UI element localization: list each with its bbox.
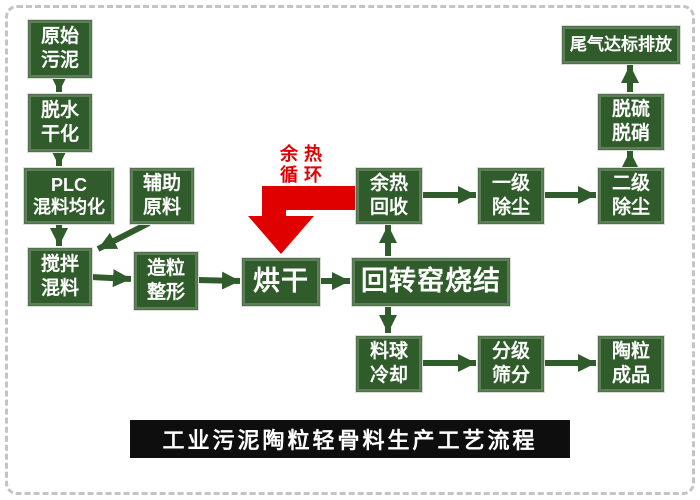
node-dust-stage2: 二级 除尘 — [598, 168, 664, 224]
node-label-line: 陶粒 — [611, 341, 650, 363]
node-emission: 尾气达标排放 — [562, 26, 680, 64]
node-label-line: 筛分 — [491, 365, 530, 386]
red-label-line: 余热 — [280, 144, 328, 164]
node-rotary-kiln: 回转窑烧结 — [352, 258, 510, 306]
arrow-aux-to-stirmix — [96, 220, 151, 252]
node-label-line: 回转窑烧结 — [361, 266, 501, 297]
node-stir-mix: 搅拌 混料 — [28, 248, 92, 306]
node-raw-sludge: 原始 污泥 — [28, 20, 92, 78]
node-label-line: 脱硫 — [611, 99, 650, 121]
node-label-line: 干化 — [40, 124, 79, 145]
node-label-line: 原料 — [142, 197, 181, 218]
node-drying: 烘干 — [242, 258, 320, 306]
node-label-line: 二级 — [611, 173, 650, 195]
node-label-line: PLC — [51, 174, 87, 195]
arrow-stirmix-to-granulate — [90, 269, 132, 288]
node-plc-mix: PLC 混料均化 — [24, 168, 114, 224]
arrow-granulate-to-drying — [196, 271, 241, 290]
node-heat-recovery: 余热 回收 — [356, 168, 422, 224]
node-label-line: 一级 — [491, 173, 530, 195]
node-label-line: 回收 — [369, 197, 408, 218]
node-label-line: 造粒 — [146, 258, 185, 280]
node-label-line: 料球 — [369, 341, 408, 363]
node-label-line: 除尘 — [611, 197, 650, 218]
node-label-line: 成品 — [611, 365, 650, 386]
node-label-line: 脱硝 — [611, 123, 650, 144]
node-label-line: 冷却 — [369, 365, 408, 386]
node-desulf-denox: 脱硫 脱硝 — [598, 94, 664, 150]
node-label-line: 除尘 — [491, 197, 530, 218]
node-label-line: 整形 — [146, 282, 185, 303]
node-label-line: 分级 — [491, 341, 530, 363]
node-label-line: 烘干 — [253, 266, 309, 297]
node-label-line: 尾气达标排放 — [570, 35, 672, 55]
node-dewater-dry: 脱水 干化 — [28, 94, 92, 152]
node-aux-material: 辅助 原料 — [130, 168, 194, 224]
node-pellet-cool: 料球 冷却 — [356, 336, 422, 392]
node-label-line: 脱水 — [40, 100, 79, 122]
node-label-line: 混料 — [40, 278, 79, 299]
diagram-title: 工业污泥陶粒轻骨料生产工艺流程 — [130, 420, 570, 458]
red-label-line: 循环 — [280, 164, 328, 185]
node-screening: 分级 筛分 — [478, 336, 544, 392]
node-label-line: 辅助 — [142, 173, 181, 195]
node-dust-stage1: 一级 除尘 — [478, 168, 544, 224]
node-product: 陶粒 成品 — [598, 336, 664, 392]
waste-heat-recycle-arrow — [248, 186, 356, 254]
node-label-line: 余热 — [369, 173, 408, 195]
node-label-line: 污泥 — [40, 50, 79, 71]
node-label-line: 搅拌 — [40, 254, 79, 276]
waste-heat-recycle-label: 余热 循环 — [266, 144, 342, 185]
node-label-line: 混料均化 — [33, 197, 105, 217]
node-label-line: 原始 — [40, 26, 79, 48]
node-granulate: 造粒 整形 — [134, 252, 198, 310]
